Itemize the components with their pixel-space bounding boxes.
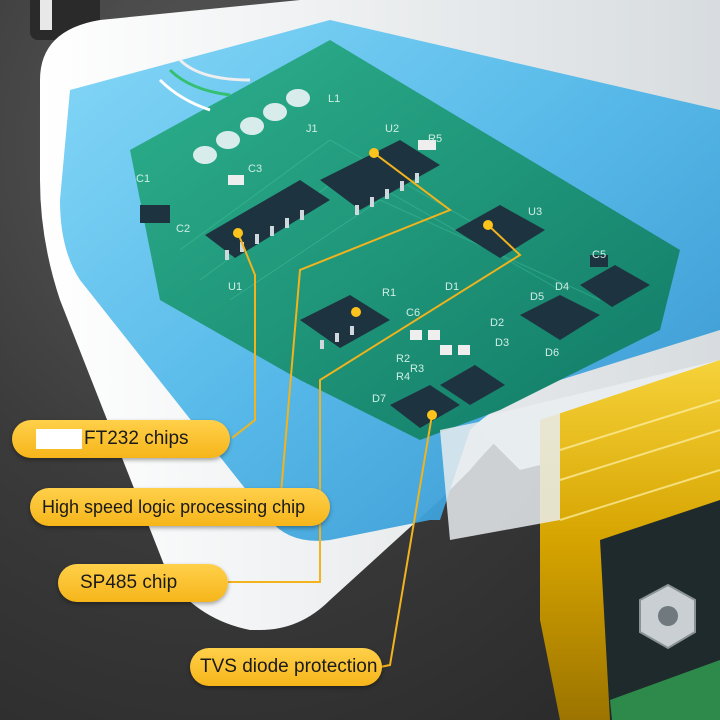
pcb-label: D4 (555, 281, 569, 293)
pcb-label: C3 (248, 163, 262, 175)
pcb-label: U2 (385, 123, 399, 135)
pcb-label: R4 (396, 371, 410, 383)
callout-logic: High speed logic processing chip (30, 488, 330, 526)
hex-screw (639, 583, 696, 650)
pcb-label: U1 (228, 281, 242, 293)
pcb-label: C2 (176, 223, 190, 235)
pcb-label: D6 (545, 347, 559, 359)
pcb-label: J1 (306, 123, 318, 135)
pcb-label: L1 (328, 93, 340, 105)
pcb-label: D5 (530, 291, 544, 303)
pcb-label: D2 (490, 317, 504, 329)
callout-sp485: SP485 chip (58, 564, 228, 602)
pcb-label: D1 (445, 281, 459, 293)
pcb-label: U3 (528, 206, 542, 218)
passive-components (140, 140, 608, 355)
pcb-label: R3 (410, 363, 424, 375)
callout-label: FT232 chips (84, 428, 189, 449)
leader-dots (233, 148, 493, 420)
pcb-silkscreen: L1 J1 U2 R5 C3 C1 U3 C5 U1 R1 C6 D1 D5 D… (136, 93, 606, 405)
db9-connector (440, 360, 720, 720)
pcb-label: D3 (495, 337, 509, 349)
chip-u3 (455, 205, 545, 258)
pcb-label: R2 (396, 353, 410, 365)
pcb-label: C1 (136, 173, 150, 185)
tvs-diodes (390, 265, 650, 428)
pcb-label: R5 (428, 133, 442, 145)
label-mask (36, 429, 82, 449)
callout-ft232: FT232 chips (12, 420, 230, 458)
callout-label: High speed logic processing chip (42, 496, 306, 517)
connector-pads (193, 89, 310, 164)
chip-logic (320, 140, 440, 215)
chip-sp485 (300, 295, 390, 349)
pcb-label: C6 (406, 307, 420, 319)
callout-label: TVS diode protection (200, 656, 378, 677)
callout-label: SP485 chip (80, 572, 178, 593)
pcb-label: R1 (382, 287, 396, 299)
pcb-label: C5 (592, 249, 606, 261)
pcb-label: D7 (372, 393, 386, 405)
chip-ft232 (205, 180, 330, 260)
callout-tvs: TVS diode protection (190, 648, 382, 686)
wires (158, 58, 251, 112)
